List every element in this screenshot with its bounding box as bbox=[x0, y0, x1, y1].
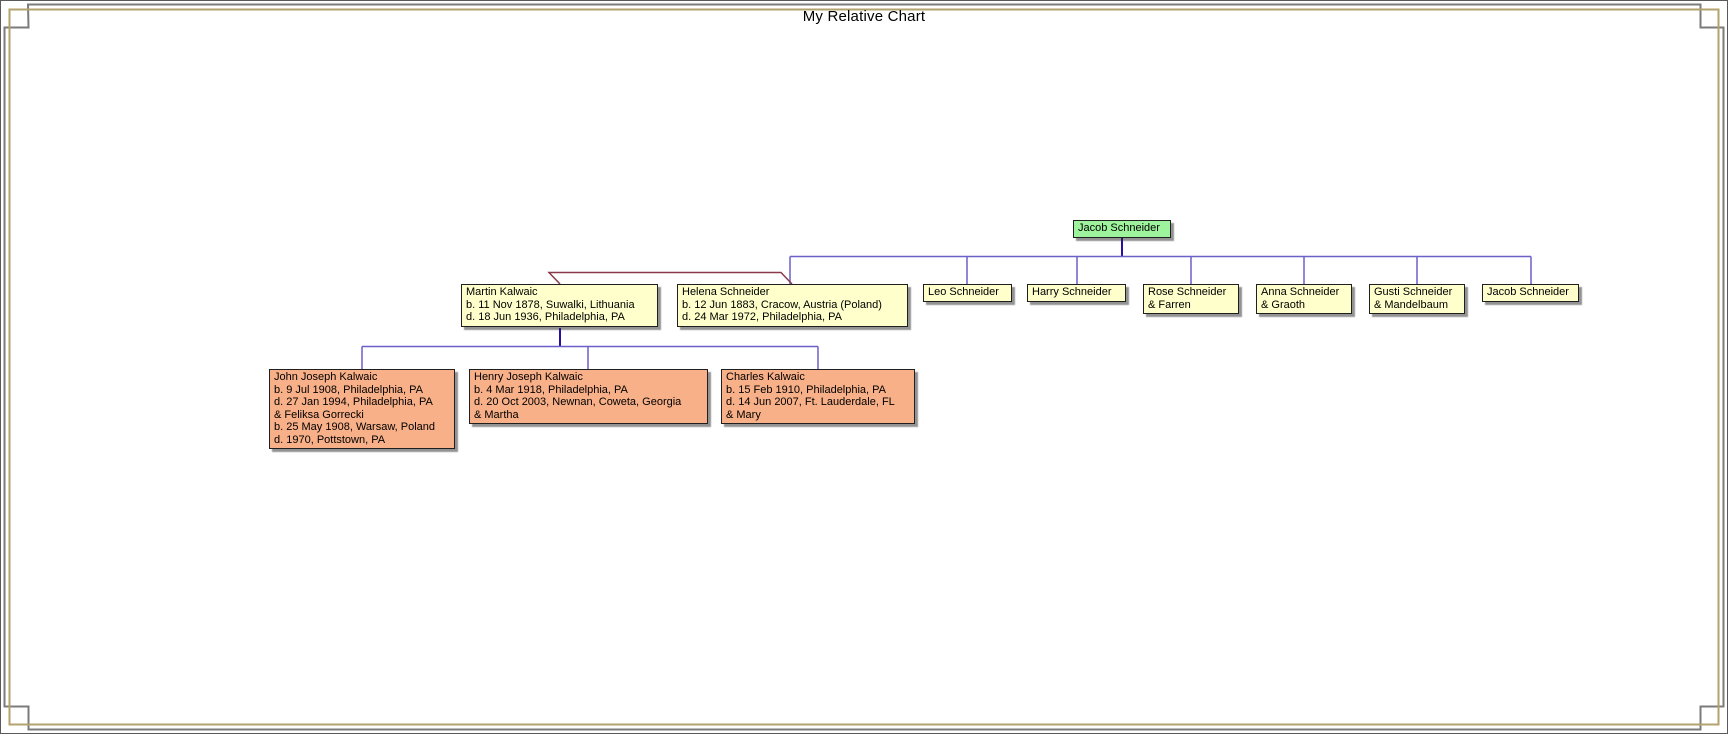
person-box-leo-schneider[interactable]: Leo Schneider bbox=[923, 284, 1012, 302]
person-box-jacob-schneider-jr[interactable]: Jacob Schneider bbox=[1482, 284, 1579, 302]
person-box-harry-schneider[interactable]: Harry Schneider bbox=[1027, 284, 1126, 302]
person-box-charles-kalwaic[interactable]: Charles Kalwaic b. 15 Feb 1910, Philadel… bbox=[721, 369, 915, 424]
frame-inner-tan-border bbox=[8, 8, 1720, 726]
person-box-henry-joseph-kalwaic[interactable]: Henry Joseph Kalwaic b. 4 Mar 1918, Phil… bbox=[469, 369, 708, 424]
person-box-rose-schneider[interactable]: Rose Schneider & Farren bbox=[1143, 284, 1239, 314]
page-title: My Relative Chart bbox=[802, 8, 926, 25]
person-box-martin-kalwaic[interactable]: Martin Kalwaic b. 11 Nov 1878, Suwalki, … bbox=[461, 284, 658, 327]
person-box-jacob-schneider-sr[interactable]: Jacob Schneider bbox=[1073, 220, 1171, 238]
person-box-gusti-schneider[interactable]: Gusti Schneider & Mandelbaum bbox=[1369, 284, 1465, 314]
person-box-john-joseph-kalwaic[interactable]: John Joseph Kalwaic b. 9 Jul 1908, Phila… bbox=[269, 369, 455, 449]
person-box-anna-schneider[interactable]: Anna Schneider & Graoth bbox=[1256, 284, 1352, 314]
frame-outer-gray-border bbox=[3, 3, 1725, 731]
person-box-helena-schneider[interactable]: Helena Schneider b. 12 Jun 1883, Cracow,… bbox=[677, 284, 908, 327]
marriage-line-martin-helena bbox=[547, 271, 793, 285]
